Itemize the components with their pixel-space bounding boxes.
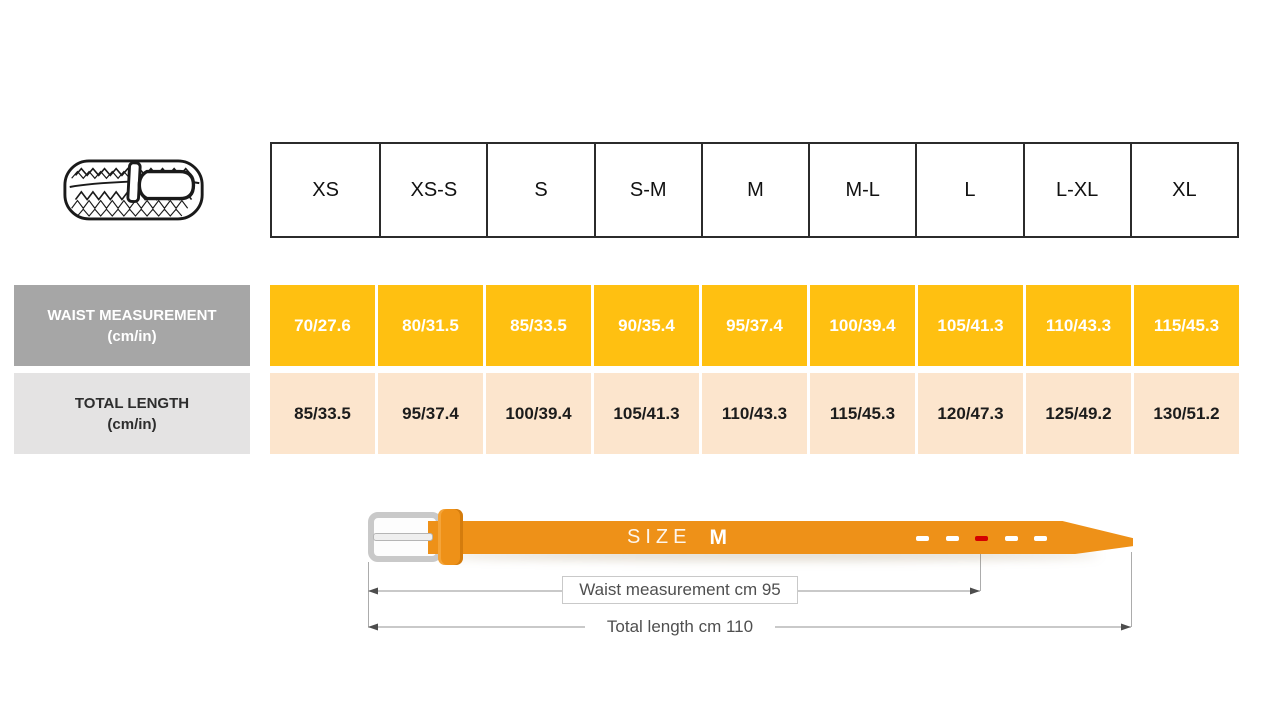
belt-hole (1034, 536, 1047, 541)
belt-hole (946, 536, 959, 541)
total-length-value-cell: 110/43.3 (702, 373, 807, 454)
total-length-label-line1: TOTAL LENGTH (74, 394, 190, 412)
size-header-cell: M-L (808, 144, 915, 236)
size-header-cell: L-XL (1022, 144, 1130, 236)
belt-hole (1005, 536, 1018, 541)
waist-value-cell: 100/39.4 (810, 285, 915, 366)
total-length-callout: Total length cm 110 (585, 614, 775, 640)
waist-value-cell: 80/31.5 (378, 285, 483, 366)
total-length-value-cell: 85/33.5 (270, 373, 375, 454)
waist-measurement-callout: Waist measurement cm 95 (562, 576, 798, 604)
buckle-prong (373, 533, 433, 541)
braided-belt-icon (63, 159, 204, 221)
waist-row-label: WAIST MEASUREMENT (cm/in) (14, 285, 250, 366)
total-length-value-cell: 130/51.2 (1134, 373, 1239, 454)
total-length-value-cell: 105/41.3 (594, 373, 699, 454)
total-length-value-cell: 95/37.4 (378, 373, 483, 454)
total-length-value-cell: 100/39.4 (486, 373, 591, 454)
size-value: M (709, 525, 727, 549)
size-header-row: XS XS-S S S-M M M-L L L-XL XL (270, 142, 1239, 238)
size-header-cell: S (486, 144, 593, 236)
belt-size-label: SIZE M (557, 521, 797, 554)
belt-hole (916, 536, 929, 541)
size-header-cell: XS-S (379, 144, 486, 236)
waist-value-cell: 70/27.6 (270, 285, 375, 366)
waist-value-cell: 105/41.3 (918, 285, 1023, 366)
size-header-cell: S-M (593, 144, 701, 236)
waist-row-label-line2: (cm/in) (107, 327, 157, 345)
waist-measurement-row: 70/27.6 80/31.5 85/33.5 90/35.4 95/37.4 … (270, 285, 1239, 366)
waist-value-cell: 95/37.4 (702, 285, 807, 366)
waist-value-cell: 115/45.3 (1134, 285, 1239, 366)
total-length-row: 85/33.5 95/37.4 100/39.4 105/41.3 110/43… (270, 373, 1239, 454)
size-header-cell: L (915, 144, 1022, 236)
belt-shadow (440, 550, 1100, 560)
size-header-cell: M (700, 144, 808, 236)
waist-value-cell: 85/33.5 (486, 285, 591, 366)
total-length-value-cell: 115/45.3 (810, 373, 915, 454)
size-header-cell: XS (312, 178, 339, 201)
belt-hole-selected (975, 536, 988, 541)
total-length-value-cell: 125/49.2 (1026, 373, 1131, 454)
size-word: SIZE (627, 526, 692, 548)
total-length-row-label: TOTAL LENGTH (cm/in) (14, 373, 250, 454)
total-length-label-line2: (cm/in) (107, 415, 157, 433)
waist-value-cell: 90/35.4 (594, 285, 699, 366)
belt-keeper (438, 509, 463, 565)
waist-row-label-line1: WAIST MEASUREMENT (47, 306, 217, 324)
waist-value-cell: 110/43.3 (1026, 285, 1131, 366)
total-length-value-cell: 120/47.3 (918, 373, 1023, 454)
size-header-cell: XL (1129, 144, 1237, 236)
